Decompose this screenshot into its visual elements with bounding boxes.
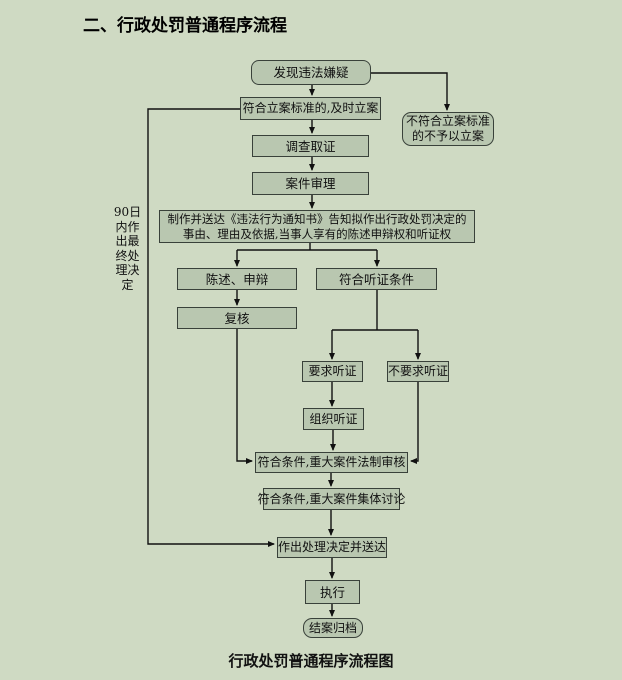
node-no-request-hearing: 不要求听证 — [387, 361, 449, 382]
node-collective-discussion: 符合条件,重大案件集体讨论 — [258, 488, 405, 510]
node-investigate-evidence: 调查取证 — [252, 135, 369, 157]
edge-notice-split-bar — [237, 243, 377, 251]
deadline-note: 90日内作出最终处理决定 — [113, 205, 142, 292]
node-decision-delivery: 作出处理决定并送达 — [277, 537, 387, 558]
node-file-case: 符合立案标准的,及时立案 — [240, 97, 381, 120]
node-discover-violation: 发现违法嫌疑 — [251, 60, 371, 85]
edge-file-decision-feedback — [147, 108, 275, 547]
edge-discover-nofile — [371, 72, 450, 111]
node-hearing-condition: 符合听证条件 — [316, 268, 437, 290]
node-legal-review: 符合条件,重大案件法制审核 — [255, 452, 408, 473]
node-no-file-case: 不符合立案标准的不予以立案 — [402, 112, 494, 146]
node-request-hearing: 要求听证 — [302, 361, 363, 382]
node-archive: 结案归档 — [303, 618, 363, 638]
node-statement-defense: 陈述、申辩 — [177, 268, 297, 290]
node-organize-hearing: 组织听证 — [303, 408, 364, 430]
edge-hearingcond-split-bar — [332, 290, 418, 331]
edge-recheck-legalreview — [236, 329, 253, 464]
page-title: 二、行政处罚普通程序流程 — [83, 16, 287, 35]
node-violation-notice: 制作并送达《违法行为通知书》告知拟作出行政处罚决定的事由、理由及依据,当事人享有… — [159, 210, 475, 243]
node-case-review: 案件审理 — [252, 172, 369, 195]
edge-noreqhearing-legalreview — [410, 382, 419, 464]
node-recheck: 复核 — [177, 307, 297, 329]
figure-caption: 行政处罚普通程序流程图 — [228, 652, 394, 670]
node-execute: 执行 — [305, 580, 360, 604]
